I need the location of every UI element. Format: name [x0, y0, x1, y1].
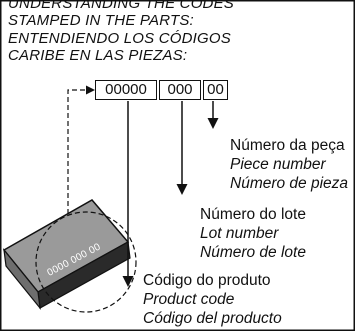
header-line-3: ENTENDIENDO LOS CÓDIGOS [8, 30, 231, 47]
product-code-label-es: Código del producto [143, 310, 282, 327]
product-code-label-pt: Código do produto [143, 272, 271, 289]
lot-number-label-es: Número de lote [200, 244, 306, 261]
part-illustration [2, 199, 131, 311]
piece-number-label-en: Piece number [230, 156, 326, 173]
product-code-arrowhead [122, 276, 134, 287]
piece-number-label-pt: Número da peça [230, 137, 345, 154]
leader-arrowhead [86, 85, 95, 95]
product-code-label-en: Product code [143, 291, 235, 308]
part-left-face [3, 247, 41, 311]
dashed-leader-line [67, 89, 88, 214]
lot-number-arrowhead [176, 184, 188, 195]
lot-number-label-pt: Número do lote [200, 206, 306, 223]
code-segment-piece: 00 [203, 80, 228, 100]
lot-number-label-en: Lot number [200, 225, 279, 242]
header-line-1: UNDERSTANDING THE CODES [8, 0, 235, 12]
piece-number-arrowhead [207, 118, 219, 129]
code-segment-product: 00000 [95, 80, 157, 100]
highlight-circle [35, 211, 137, 313]
code-segment-lot: 000 [159, 80, 201, 100]
header-line-4: CARIBE EN LAS PIEZAS: [8, 47, 188, 64]
piece-number-label-es: Número de pieza [230, 175, 349, 192]
header-line-2: STAMPED IN THE PARTS: [8, 12, 194, 29]
